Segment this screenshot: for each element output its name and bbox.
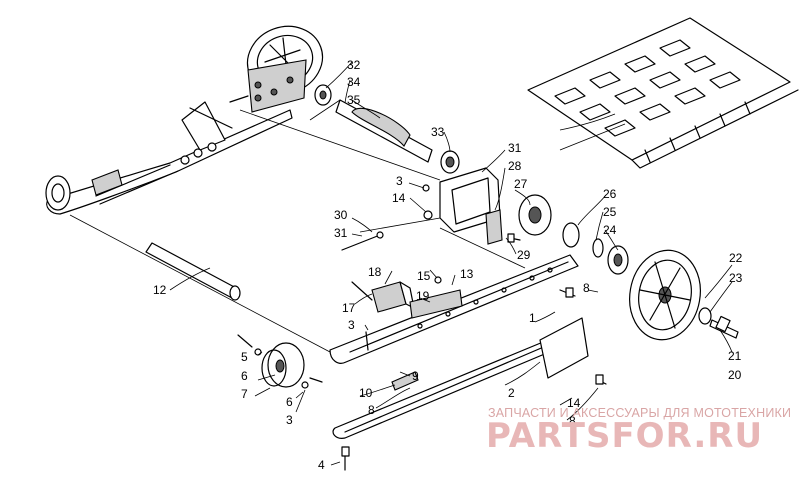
callout-16: 18: [368, 265, 382, 279]
connector-lines: [69, 99, 526, 353]
bracket-plate: [422, 167, 503, 245]
shock-block: [371, 276, 463, 319]
callout-17: 19: [416, 289, 430, 303]
callout-25: 27: [514, 177, 528, 191]
callout-3: 3: [286, 413, 293, 427]
callout-19: 21: [728, 349, 742, 363]
callout-12: 13: [460, 267, 474, 281]
callout-labels: 32 34 35 33 31 28 27 26 25 24 3 14 30 31…: [153, 58, 743, 472]
cross-tube: [145, 242, 241, 301]
callout-6: 6: [241, 369, 248, 383]
callout-26: 28: [508, 159, 522, 173]
callout-22: 24: [603, 223, 617, 237]
track-segment: [527, 17, 799, 169]
callout-7: 7: [241, 387, 248, 401]
callout-5: 5: [241, 350, 248, 364]
callout-8: 8: [569, 414, 576, 428]
callout-14: 14: [392, 191, 406, 205]
callout-33: 35: [347, 93, 361, 107]
callout-30: 31: [508, 141, 522, 155]
bearing-stack: [518, 194, 629, 275]
axle-tube: [314, 84, 460, 174]
callout-31: 32: [347, 58, 361, 72]
slide-rail: [329, 254, 589, 439]
callout-8: 8: [368, 403, 375, 417]
assembled-suspension-view: [45, 25, 324, 215]
callout-27: 29: [517, 248, 531, 262]
front-wheel: [237, 334, 323, 389]
watermark-brand: PARTSFOR.RU: [486, 416, 764, 456]
callout-9: 9: [412, 369, 419, 383]
callout-6: 6: [286, 395, 293, 409]
callout-15: 17: [342, 301, 356, 315]
callout-2: 2: [508, 386, 515, 400]
callout-31: 33: [431, 125, 445, 139]
callout-14: 15: [417, 269, 431, 283]
callout-24: 26: [603, 187, 617, 201]
callout-28: 30: [334, 208, 348, 222]
watermark-tagline: ЗАПЧАСТИ И АКСЕССУАРЫ ДЛЯ МОТОТЕХНИКИ: [488, 406, 792, 420]
idler-wheel: [629, 249, 739, 341]
callout-20: 22: [729, 251, 743, 265]
callout-21: 23: [729, 271, 743, 285]
callout-3: 3: [348, 318, 355, 332]
callout-1: 1: [529, 311, 536, 325]
callout-23: 25: [603, 205, 617, 219]
callout-29: 31: [334, 226, 348, 240]
callout-3: 3: [396, 174, 403, 188]
callout-18: 20: [728, 368, 742, 382]
callout-11: 12: [153, 283, 167, 297]
leader-lines: [169, 61, 733, 466]
callout-13: 14: [567, 396, 581, 410]
callout-8: 8: [583, 281, 590, 295]
callout-32: 34: [347, 75, 361, 89]
callout-10: 10: [359, 386, 373, 400]
callout-4: 4: [318, 458, 325, 472]
bolts: [341, 231, 607, 471]
